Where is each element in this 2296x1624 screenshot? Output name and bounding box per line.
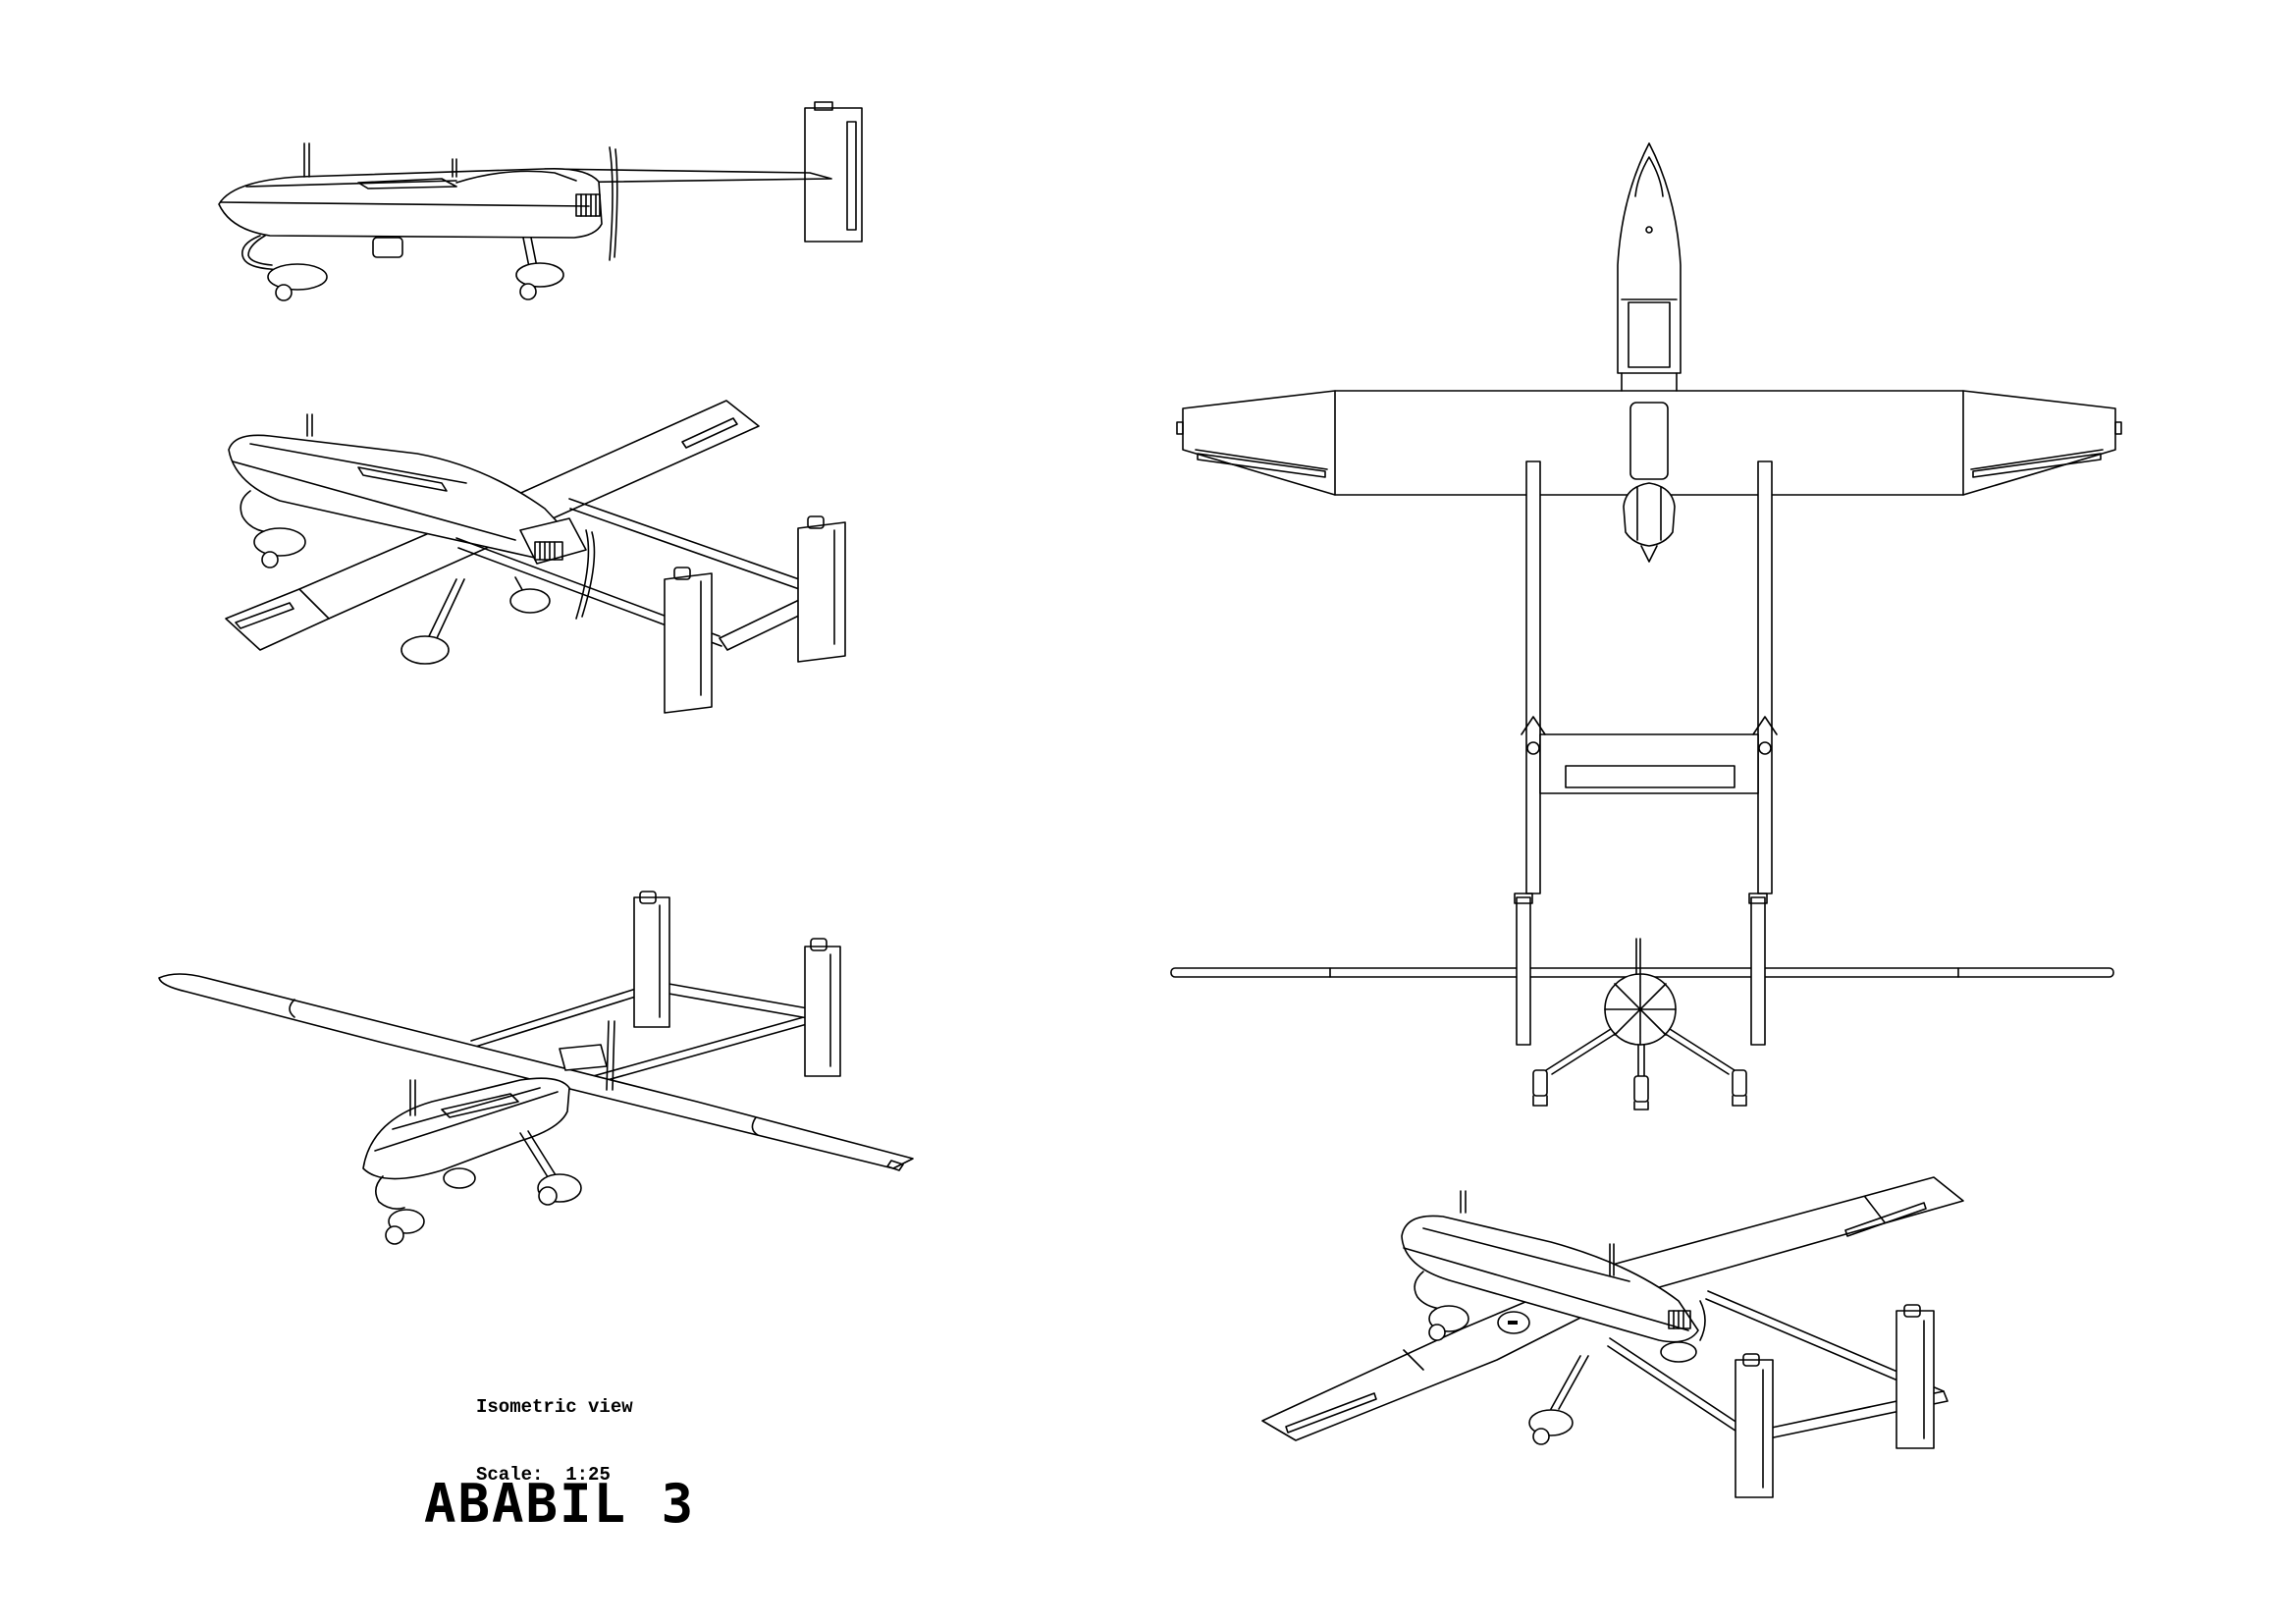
isometric-view-lower-right <box>1256 1173 1983 1497</box>
front-view <box>1163 884 2125 1119</box>
top-view <box>1168 137 2130 805</box>
drawing-caption: Isometric view Scale: 1:25 <box>476 1351 633 1532</box>
scale-label: Scale: <box>476 1464 544 1486</box>
view-type-label: Isometric view <box>476 1396 633 1418</box>
scale-value: 1:25 <box>565 1464 611 1486</box>
side-view <box>211 98 879 314</box>
isometric-view-upper-left <box>221 393 888 727</box>
scale-line: Scale: 1:25 <box>476 1464 633 1487</box>
isometric-view-lower-left <box>147 884 923 1267</box>
drawing-title: ABABIL 3 <box>424 1473 696 1535</box>
